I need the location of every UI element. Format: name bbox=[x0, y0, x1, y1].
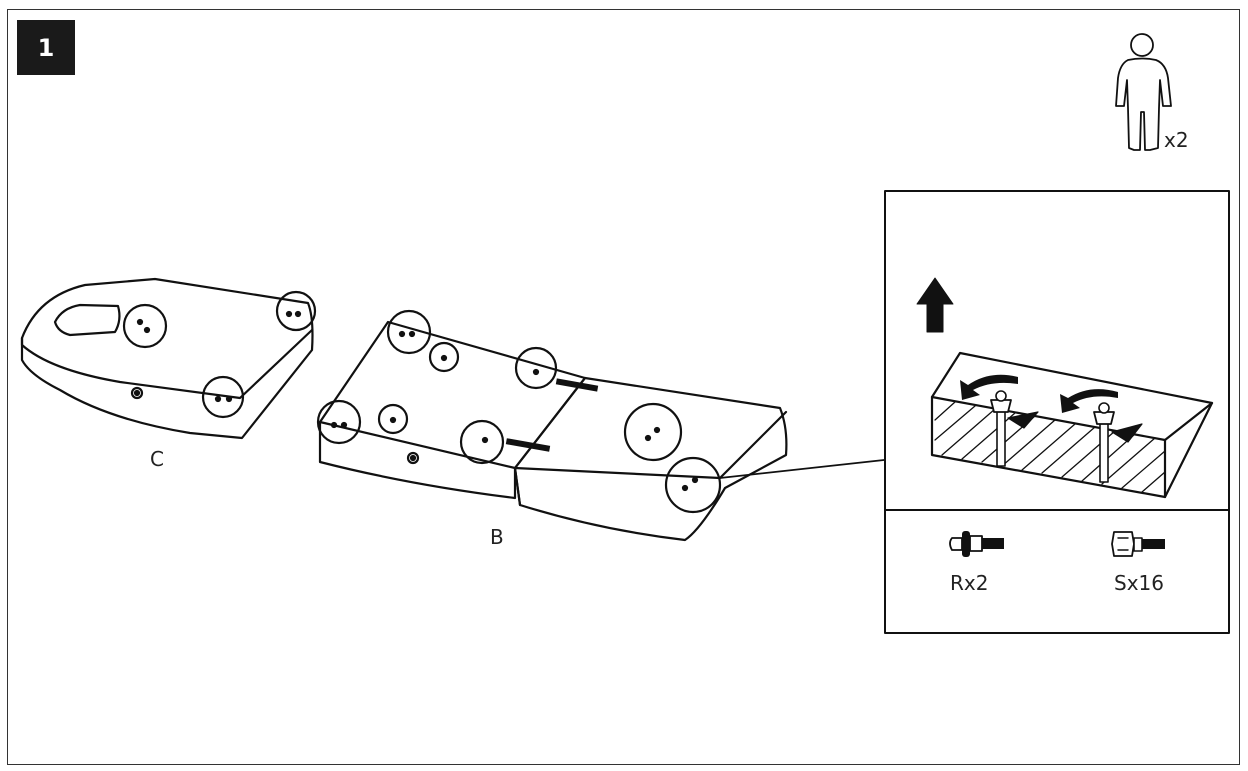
hardware-s-label: Sx16 bbox=[1114, 571, 1164, 595]
person-icon bbox=[1115, 33, 1172, 151]
rotate-arrow-icon bbox=[960, 374, 1018, 400]
people-count-label: x2 bbox=[1164, 128, 1189, 152]
detail-box bbox=[884, 190, 1230, 634]
hardware-r-label: Rx2 bbox=[950, 571, 988, 595]
step-number-badge: 1 bbox=[17, 20, 75, 75]
bolt-s-icon bbox=[1111, 531, 1165, 557]
section-c-label: C bbox=[150, 447, 164, 471]
section-b-label: B bbox=[490, 525, 504, 549]
up-arrow-icon bbox=[916, 277, 954, 333]
section-b bbox=[316, 309, 885, 542]
bolt-r-icon bbox=[949, 531, 1004, 557]
cross-section-block bbox=[930, 351, 1214, 499]
section-c bbox=[20, 277, 317, 440]
instruction-frame bbox=[7, 9, 1240, 765]
rotate-arrow-icon bbox=[1060, 389, 1118, 413]
